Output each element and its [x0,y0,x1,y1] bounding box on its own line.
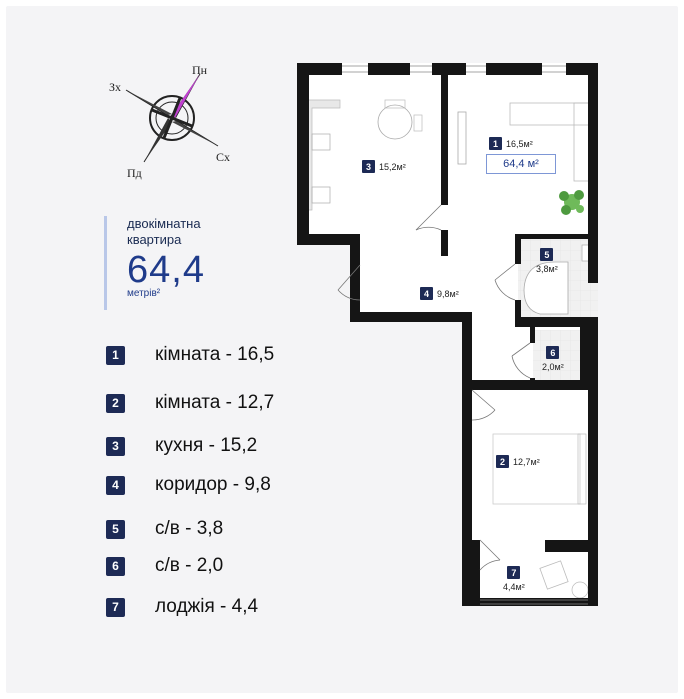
apartment-type: двокімнатна квартира [127,216,201,247]
legend-item: 4 коридор - 9,8 [106,474,271,496]
legend-number: 2 [106,393,125,413]
legend-label: с/в - 2,0 [155,555,224,576]
legend-label: кімната - 12,7 [155,392,275,413]
legend-number: 4 [106,475,125,495]
compass-east-label: Сх [216,150,231,164]
walls [297,63,598,606]
room-number: 6 [546,346,560,359]
room-area: 2,0м² [542,362,564,372]
compass-west-label: Зх [109,80,122,94]
room-tag-1: 1 16,5м² [489,137,533,150]
room-tag-4: 4 9,8м² [420,287,459,300]
legend-item: 1 кімната - 16,5 [106,344,274,366]
room-area: 4,4м² [503,582,525,592]
room-tag-7: 7 4,4м² [503,566,525,592]
room-number: 2 [496,455,509,468]
plant-icon [559,190,584,215]
legend-label: кухня - 15,2 [155,435,258,456]
room-area: 9,8м² [437,288,459,299]
room-number: 4 [420,287,433,300]
legend-label: с/в - 3,8 [155,518,224,539]
legend-item: 5 с/в - 3,8 [106,518,223,540]
legend-label: коридор - 9,8 [155,474,271,495]
compass-rose-icon [125,73,219,163]
compass-rose: Пн Зх Сх Пд [100,58,240,188]
table-icon [377,104,413,140]
legend-number: 3 [106,436,125,456]
compass-south-label: Пд [127,166,142,180]
apartment-area: 64,4 [127,249,205,291]
room-tag-6: 6 2,0м² [542,346,564,372]
apartment-area-unit: метрів² [127,288,161,299]
room-area: 12,7м² [513,456,540,467]
door-swings [337,204,531,571]
legend-item: 2 кімната - 12,7 [106,392,274,414]
room-number: 7 [507,566,521,579]
room-tag-5: 5 3,8м² [536,248,558,274]
apartment-summary: двокімнатна квартира 64,4 метрів² [104,216,284,310]
room-tag-3: 3 15,2м² [362,160,406,173]
legend-number: 7 [106,597,125,617]
bathtub-icon [523,261,569,315]
room-tag-2: 2 12,7м² [496,455,540,468]
total-area-badge: 64,4 м² [486,154,556,174]
legend-item: 6 с/в - 2,0 [106,555,223,577]
legend-number: 1 [106,345,125,365]
compass-north-label: Пн [192,63,208,77]
room-number: 1 [489,137,502,150]
room-area: 16,5м² [506,138,533,149]
room-number: 3 [362,160,375,173]
legend-number: 5 [106,519,125,539]
room-area: 3,8м² [536,264,558,274]
bed-icon [492,433,581,505]
room-number: 5 [540,248,554,261]
legend-item: 7 лоджія - 4,4 [106,596,258,618]
legend-label: кімната - 16,5 [155,344,275,365]
legend-label: лоджія - 4,4 [155,596,259,617]
legend-number: 6 [106,556,125,576]
room-area: 15,2м² [379,161,406,172]
legend-item: 3 кухня - 15,2 [106,435,257,457]
